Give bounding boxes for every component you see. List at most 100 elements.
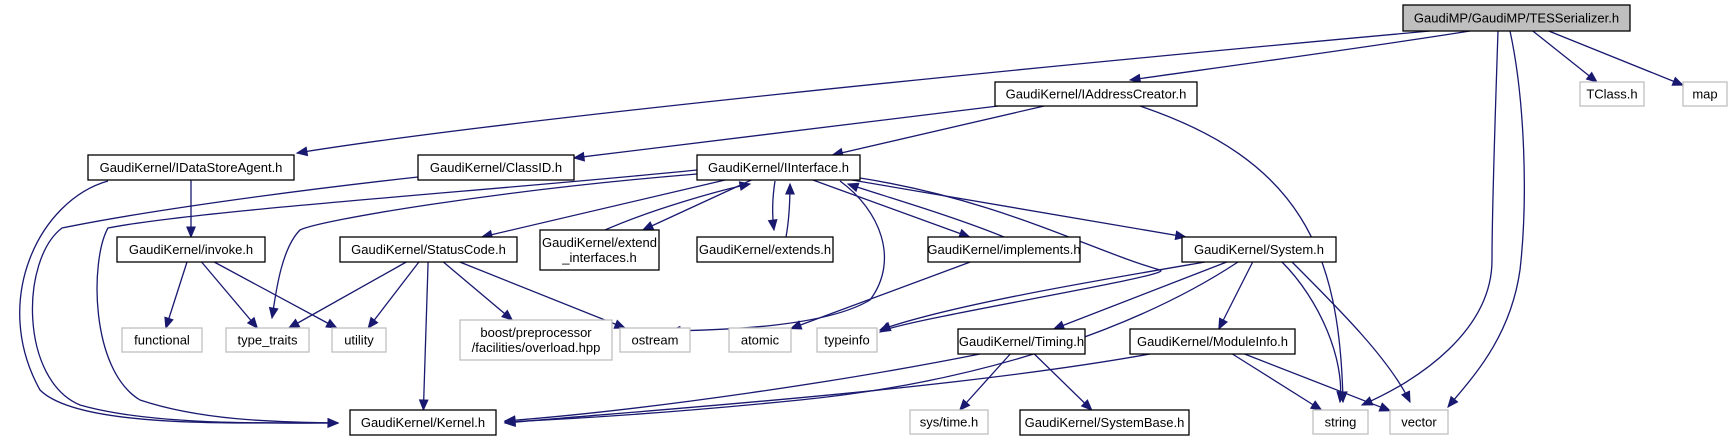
node-box — [539, 229, 660, 271]
node-moduleinfo[interactable]: GaudiKernel/ModuleInfo.h — [1129, 328, 1296, 355]
node-kernel[interactable]: GaudiKernel/Kernel.h — [349, 409, 497, 436]
edge-line — [847, 183, 1005, 238]
node-label: TClass.h — [1586, 87, 1637, 102]
node-box — [459, 319, 613, 361]
node-box — [121, 327, 203, 353]
edge-line — [504, 353, 1151, 424]
edge-invoke-to-type_traits — [201, 261, 259, 329]
edge-line — [790, 261, 971, 330]
edge-arrowhead — [958, 228, 971, 239]
node-iaddresscreator[interactable]: GaudiKernel/IAddressCreator.h — [994, 81, 1198, 107]
edge-arrowhead — [186, 226, 196, 239]
edge-arrowhead — [1671, 76, 1685, 86]
edge-implements-to-atomic — [789, 261, 971, 330]
edge-arrowhead — [789, 320, 803, 330]
edge-line — [1139, 105, 1344, 403]
node-box — [909, 409, 989, 435]
edge-line — [1129, 30, 1471, 81]
edge-line — [669, 180, 886, 332]
node-box — [696, 154, 861, 181]
node-utility: utility — [331, 327, 387, 353]
node-label: GaudiKernel/implements.h — [927, 242, 1080, 257]
node-boost-overload: boost/preprocessor/facilities/overload.h… — [459, 319, 613, 361]
node-label: type_traits — [238, 333, 298, 348]
node-box — [87, 154, 295, 181]
edge-line — [296, 30, 1431, 154]
node-label: GaudiKernel/IAddressCreator.h — [1006, 87, 1187, 102]
nodes-layer: GaudiMP/GaudiMP/TESSerializer.hGaudiKern… — [87, 4, 1728, 436]
edge-system-to-timing — [1052, 261, 1227, 330]
edge-arrowhead — [785, 182, 795, 195]
node-label: vector — [1401, 415, 1437, 430]
edge-line — [1244, 353, 1391, 412]
edge-arrowhead — [613, 319, 627, 329]
node-implements[interactable]: GaudiKernel/implements.h — [927, 236, 1081, 263]
edge-arrowhead — [503, 417, 516, 427]
edge-root-to-tclass — [1532, 30, 1598, 83]
node-iinterface[interactable]: GaudiKernel/IInterface.h — [696, 154, 861, 181]
node-system[interactable]: GaudiKernel/System.h — [1181, 236, 1337, 263]
edge-moduleinfo-to-string — [1232, 353, 1323, 411]
edge-arrowhead — [1447, 395, 1459, 409]
node-extends[interactable]: GaudiKernel/extends.h — [696, 236, 834, 263]
edge-iinterface-to-system — [851, 179, 1188, 241]
node-invoke[interactable]: GaudiKernel/invoke.h — [116, 236, 266, 263]
edge-extends-to-iinterface — [785, 182, 795, 238]
node-box — [696, 236, 834, 263]
edge-iinterface-to-extends — [767, 180, 778, 232]
node-box — [994, 81, 1198, 107]
node-string: string — [1312, 409, 1369, 435]
edge-root-to-vector — [1447, 30, 1525, 409]
edge-arrowhead — [164, 316, 174, 330]
node-box — [331, 327, 387, 353]
edge-line — [201, 261, 258, 329]
node-vector: vector — [1389, 409, 1449, 435]
edge-timing-to-systime — [958, 353, 1011, 411]
node-timing[interactable]: GaudiKernel/Timing.h — [957, 328, 1086, 355]
edge-root-to-idatastoreagent — [295, 30, 1431, 157]
edge-line — [1033, 353, 1093, 411]
edge-system-to-typeinfo — [878, 261, 1206, 332]
node-label: GaudiKernel/ClassID.h — [430, 160, 562, 175]
node-box — [1129, 328, 1296, 355]
edge-arrowhead — [325, 318, 338, 329]
edge-line — [367, 261, 420, 329]
edge-line — [832, 105, 1045, 156]
node-map: map — [1682, 81, 1728, 107]
node-systembase[interactable]: GaudiKernel/SystemBase.h — [1019, 409, 1190, 436]
node-box — [1682, 81, 1728, 107]
node-label: utility — [344, 333, 374, 348]
edge-arrowhead — [572, 151, 586, 162]
node-classid[interactable]: GaudiKernel/ClassID.h — [417, 154, 575, 181]
edge-idatastoreagent-to-invoke — [186, 180, 196, 239]
edge-timing-to-systembase — [1033, 353, 1093, 411]
node-label: GaudiKernel/IInterface.h — [708, 160, 849, 175]
edge-line — [1053, 261, 1227, 330]
node-root[interactable]: GaudiMP/GaudiMP/TESSerializer.h — [1402, 4, 1631, 32]
node-label: GaudiKernel/IDataStoreAgent.h — [100, 160, 283, 175]
edge-arrowhead — [1401, 390, 1411, 404]
node-extend-interfaces[interactable]: GaudiKernel/extend_interfaces.h — [539, 229, 660, 271]
node-box — [927, 236, 1081, 263]
edge-line — [31, 176, 419, 424]
edge-line — [481, 179, 726, 238]
node-statuscode[interactable]: GaudiKernel/StatusCode.h — [339, 236, 518, 263]
node-tclass: TClass.h — [1579, 81, 1645, 107]
node-box — [1389, 409, 1449, 435]
node-label: GaudiKernel/extend — [542, 235, 657, 250]
edge-iinterface-to-type_traits — [268, 173, 698, 320]
node-label: /facilities/overload.hpp — [472, 340, 601, 355]
node-box — [728, 327, 792, 353]
node-functional: functional — [121, 327, 203, 353]
node-idatastoreagent[interactable]: GaudiKernel/IDataStoreAgent.h — [87, 154, 295, 181]
node-box — [1402, 4, 1631, 32]
edge-arrowhead — [1052, 320, 1066, 330]
edge-statuscode-to-type_traits — [287, 261, 407, 329]
node-label: boost/preprocessor — [480, 325, 592, 340]
edge-moduleinfo-to-vector — [1244, 353, 1392, 412]
edge-line — [213, 261, 338, 329]
edge-implements-to-iinterface — [846, 182, 1005, 238]
edge-line — [1281, 261, 1342, 403]
edge-arrowhead — [1378, 402, 1392, 412]
node-label: GaudiKernel/System.h — [1194, 242, 1324, 257]
